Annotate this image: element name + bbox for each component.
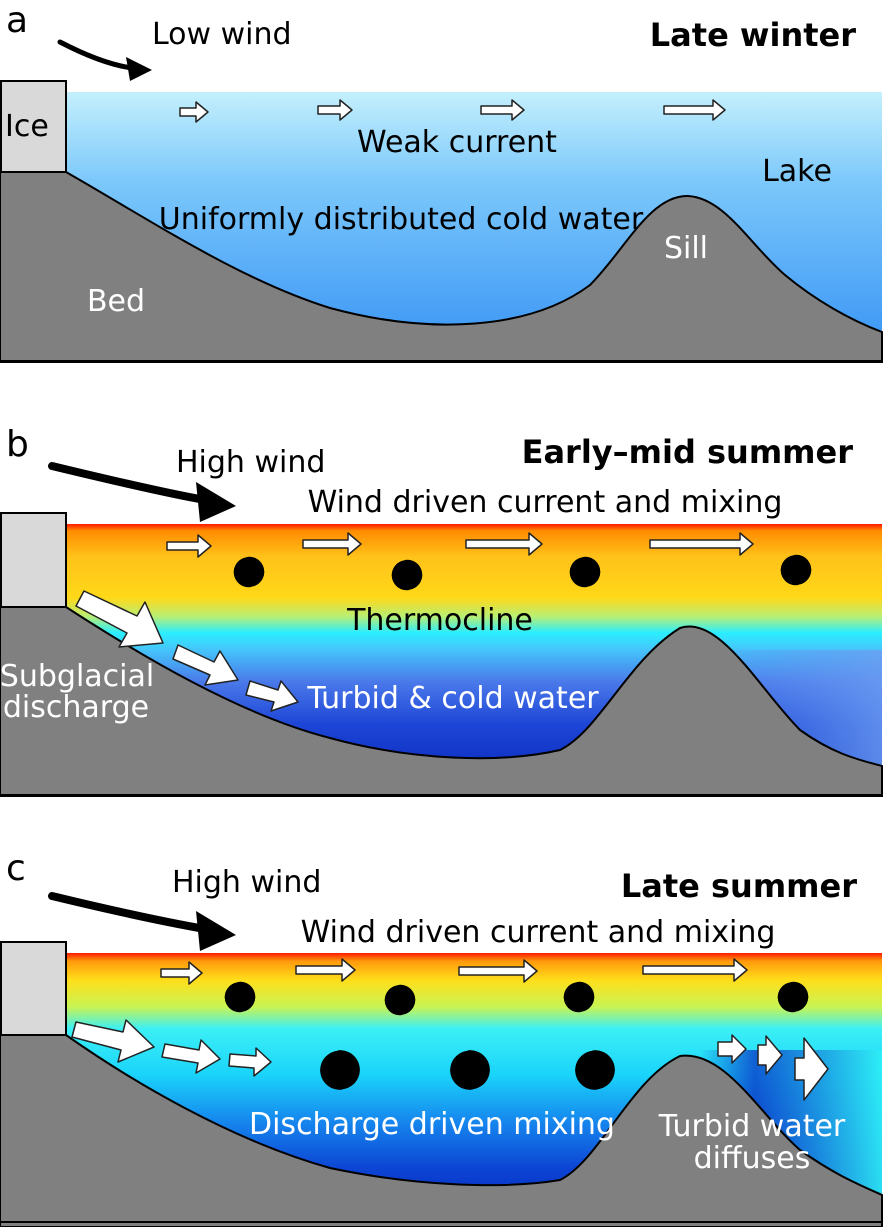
water-label: Turbid & cold water xyxy=(306,681,599,716)
flow-arrow-icon xyxy=(458,959,538,983)
wind-arrowhead-icon xyxy=(126,57,152,81)
discharge-label: discharge xyxy=(3,690,149,725)
flow-arrow-icon xyxy=(179,101,209,123)
wind-arrow-icon xyxy=(48,462,209,504)
discharge-label: Subglacial xyxy=(0,659,154,694)
flow-arrow-icon xyxy=(295,958,356,982)
panel-c: c Late summer High wind Wind driven curr… xyxy=(0,848,883,1227)
ice-block xyxy=(0,80,67,173)
wind-arrow-icon xyxy=(48,892,209,933)
wind-label: High wind xyxy=(176,445,325,480)
flow-arrow-icon xyxy=(160,961,203,985)
discharge-arrow-icon xyxy=(757,1035,783,1075)
wind-arrow-icon xyxy=(57,39,135,71)
lake-bed xyxy=(0,171,883,363)
flow-arrow-icon xyxy=(465,532,543,556)
panel-b: b Early–mid summer High wind Wind driven… xyxy=(0,424,883,797)
discharge-arrow-icon xyxy=(172,644,239,686)
sill-label: Sill xyxy=(664,231,708,266)
discharge-arrow-icon xyxy=(71,1019,155,1063)
flow-arrow-icon xyxy=(166,534,212,558)
wind-arrowhead-icon xyxy=(196,911,236,951)
discharge-arrow-icon xyxy=(228,1047,272,1077)
water-label: Uniformly distributed cold water xyxy=(159,202,644,237)
current-label: Weak current xyxy=(357,125,557,160)
thermocline-label: Thermocline xyxy=(346,603,533,638)
lake-bed xyxy=(0,606,883,797)
ice-label: Ice xyxy=(5,109,49,144)
panel-letter: c xyxy=(6,848,26,889)
current-label: Wind driven current and mixing xyxy=(301,915,776,950)
bed-label: Bed xyxy=(87,284,145,319)
panel-title: Late summer xyxy=(621,867,857,905)
panel-title: Late winter xyxy=(650,16,856,54)
panel-letter: a xyxy=(6,0,28,41)
discharge-arrow-icon xyxy=(794,1037,829,1101)
flow-arrow-icon xyxy=(649,532,754,556)
flow-arrow-icon xyxy=(663,99,726,121)
flow-arrow-icon xyxy=(642,958,748,982)
wind-label: Low wind xyxy=(152,17,292,52)
flow-arrow-icon xyxy=(302,532,362,556)
panel-a: a Late winter Low wind Ice Weak current … xyxy=(0,0,883,363)
lake-bed xyxy=(0,1034,883,1227)
wind-label: High wind xyxy=(172,865,321,900)
lake-label: Lake xyxy=(762,154,832,189)
discharge-arrow-icon xyxy=(75,590,164,648)
discharge-arrow-icon xyxy=(245,680,299,712)
flow-arrow-icon xyxy=(317,99,353,121)
flow-arrow-icon xyxy=(480,99,525,121)
panel-title: Early–mid summer xyxy=(522,433,854,471)
diffuse-label: diffuses xyxy=(694,1141,811,1176)
discharge-arrow-icon xyxy=(717,1034,747,1064)
ice-block xyxy=(0,941,67,1036)
current-label: Wind driven current and mixing xyxy=(308,485,783,520)
ice-block xyxy=(0,512,67,608)
diffuse-label: Turbid water xyxy=(658,1109,846,1144)
discharge-arrow-icon xyxy=(161,1039,221,1074)
mixing-label: Discharge driven mixing xyxy=(249,1107,615,1142)
panel-letter: b xyxy=(6,424,29,465)
wind-arrowhead-icon xyxy=(196,482,236,522)
